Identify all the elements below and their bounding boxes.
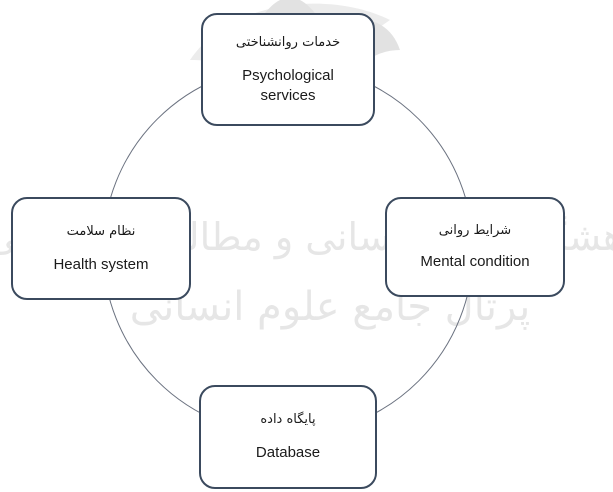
- node-database: پایگاه داده Database: [199, 385, 377, 489]
- node-label-fa: نظام سلامت: [66, 223, 136, 239]
- node-health-system: نظام سلامت Health system: [11, 197, 191, 300]
- node-mental-condition: شرایط روانی Mental condition: [385, 197, 565, 297]
- node-label-en: Database: [255, 444, 321, 461]
- node-label-en: Health system: [53, 255, 149, 273]
- node-label-fa: خدمات روانشناختی: [235, 34, 341, 50]
- node-label-fa: شرایط روانی: [438, 223, 512, 238]
- node-label-fa: پایگاه داده: [260, 412, 316, 427]
- node-label-en: Psychological services: [242, 66, 334, 104]
- node-psychological-services: خدمات روانشناختی Psychological services: [201, 13, 375, 126]
- node-label-en: Mental condition: [420, 253, 530, 270]
